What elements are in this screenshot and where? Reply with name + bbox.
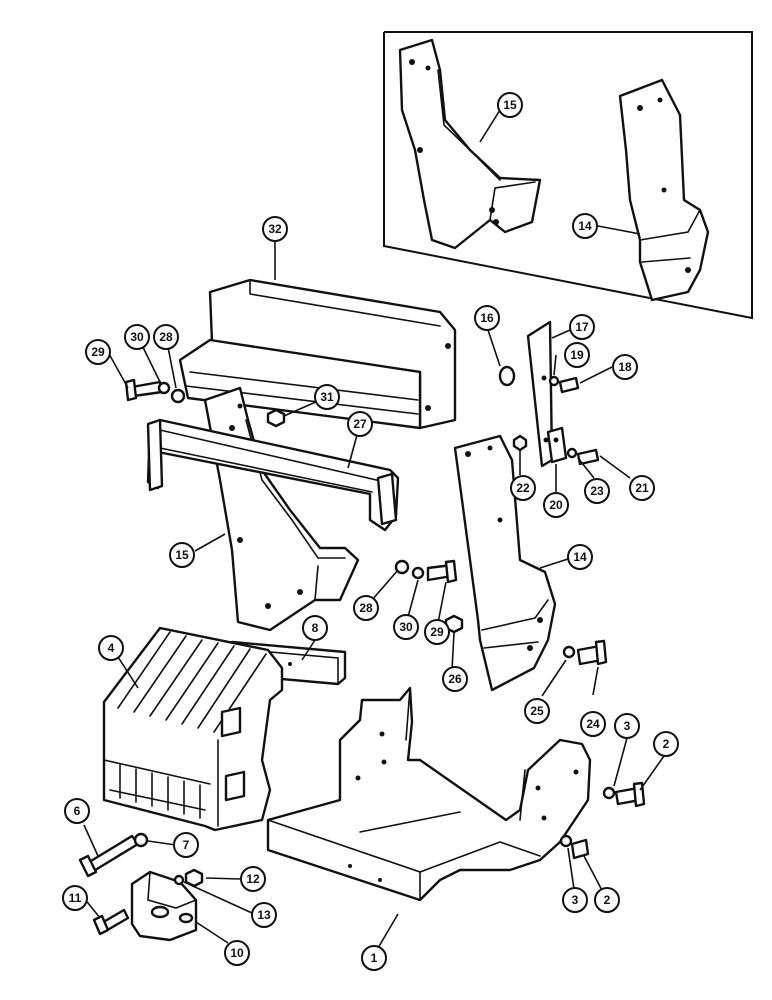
part-32-hood-cover — [178, 278, 457, 430]
hardware-22-19-18-23-21 — [512, 375, 600, 466]
part-14-right-bracket — [453, 434, 557, 692]
callout-23: 23 — [584, 478, 610, 504]
svg-text:11: 11 — [69, 891, 82, 905]
inset-bracket-14 — [618, 78, 710, 302]
svg-text:6: 6 — [74, 804, 81, 818]
svg-text:20: 20 — [549, 498, 563, 512]
svg-text:3: 3 — [624, 719, 631, 733]
svg-text:24: 24 — [586, 717, 600, 731]
callout-21: 21 — [629, 475, 655, 501]
svg-text:27: 27 — [353, 417, 367, 431]
svg-text:13: 13 — [257, 908, 271, 922]
svg-text:16: 16 — [480, 311, 494, 325]
callout-8: 8 — [302, 615, 328, 641]
part-10-tow-bracket — [130, 870, 198, 942]
callout-6: 6 — [64, 798, 90, 824]
part-27-cross-beam — [146, 418, 400, 532]
hardware-3-2-upper — [602, 781, 646, 808]
callout-26: 26 — [442, 666, 468, 692]
callout-3-lower: 3 — [562, 887, 588, 913]
callout-4: 4 — [98, 635, 124, 661]
hardware-6-bolt — [78, 834, 140, 878]
hardware-7-washer — [133, 832, 149, 848]
svg-text:26: 26 — [448, 672, 462, 686]
callout-25: 25 — [524, 698, 550, 724]
svg-text:23: 23 — [590, 484, 604, 498]
hardware-31-nut — [266, 408, 286, 428]
callout-11: 11 — [62, 885, 88, 911]
part-17-strap — [526, 320, 554, 468]
callout-2-upper: 2 — [653, 731, 679, 757]
part-16-bushing — [498, 365, 516, 387]
svg-text:25: 25 — [530, 704, 544, 718]
svg-text:2: 2 — [604, 893, 611, 907]
callout-16: 16 — [474, 305, 500, 331]
svg-text:14: 14 — [573, 550, 587, 564]
svg-text:29: 29 — [91, 345, 105, 359]
callout-1: 1 — [361, 945, 387, 971]
part-20-plate — [546, 426, 568, 464]
hardware-28-30-29-center — [394, 559, 458, 584]
callout-30-center: 30 — [393, 614, 419, 640]
callout-20: 20 — [543, 492, 569, 518]
callout-27: 27 — [347, 411, 373, 437]
callout-19: 19 — [564, 342, 590, 368]
callout-18: 18 — [612, 354, 638, 380]
callout-13: 13 — [251, 902, 277, 928]
hardware-12-13-nut — [173, 868, 204, 888]
callout-31: 31 — [314, 384, 340, 410]
callout-12: 12 — [240, 866, 266, 892]
callout-10: 10 — [224, 940, 250, 966]
hardware-25-24 — [562, 639, 608, 666]
inset-frame — [383, 31, 753, 320]
svg-text:22: 22 — [516, 481, 530, 495]
svg-text:4: 4 — [108, 641, 115, 655]
svg-text:10: 10 — [230, 946, 244, 960]
callout-14-inset: 14 — [572, 213, 598, 239]
svg-text:32: 32 — [268, 222, 282, 236]
svg-text:29: 29 — [430, 625, 444, 639]
svg-text:21: 21 — [635, 481, 649, 495]
svg-text:15: 15 — [175, 548, 189, 562]
svg-text:30: 30 — [130, 330, 144, 344]
svg-text:12: 12 — [246, 872, 260, 886]
hardware-11-bolt — [92, 908, 130, 936]
callout-24: 24 — [580, 711, 606, 737]
hardware-28-30-29-left — [124, 378, 186, 404]
callout-29-center: 29 — [424, 619, 450, 645]
svg-text:7: 7 — [183, 838, 190, 852]
callout-15-inset: 15 — [497, 92, 523, 118]
callout-14: 14 — [567, 544, 593, 570]
callout-15: 15 — [169, 542, 195, 568]
svg-text:1: 1 — [371, 951, 378, 965]
callout-22: 22 — [510, 475, 536, 501]
svg-text:18: 18 — [618, 360, 632, 374]
svg-text:15: 15 — [503, 98, 517, 112]
part-1-front-support — [266, 686, 592, 902]
leader-lines — [83, 109, 665, 949]
svg-text:2: 2 — [663, 737, 670, 751]
hardware-3-2-lower — [559, 834, 590, 860]
callout-29-left: 29 — [85, 339, 111, 365]
callout-3-upper: 3 — [614, 713, 640, 739]
svg-text:31: 31 — [320, 390, 334, 404]
callout-32: 32 — [262, 216, 288, 242]
svg-text:8: 8 — [312, 621, 319, 635]
svg-text:14: 14 — [578, 219, 592, 233]
inset-bracket-15 — [398, 38, 542, 250]
callout-2-lower: 2 — [594, 887, 620, 913]
svg-text:3: 3 — [572, 893, 579, 907]
svg-text:28: 28 — [159, 330, 173, 344]
svg-text:28: 28 — [359, 601, 373, 615]
callout-28-left: 28 — [153, 324, 179, 350]
svg-text:17: 17 — [575, 320, 589, 334]
callout-30-left: 30 — [124, 324, 150, 350]
callout-7: 7 — [173, 832, 199, 858]
svg-text:19: 19 — [570, 348, 584, 362]
callout-17: 17 — [569, 314, 595, 340]
svg-text:30: 30 — [399, 620, 413, 634]
part-4-weight-stack — [102, 626, 284, 832]
callout-28-center: 28 — [353, 595, 379, 621]
